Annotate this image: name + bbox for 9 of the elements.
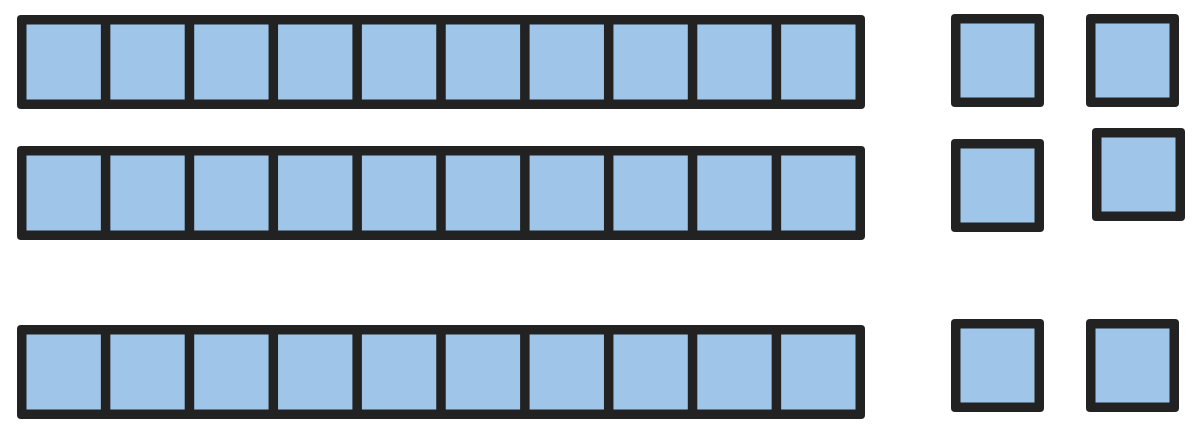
unit-square	[1092, 127, 1185, 221]
unit-square	[951, 138, 1044, 232]
unit-square	[1086, 318, 1179, 412]
ten-rod-drawing	[16, 325, 865, 419]
ten-rod-drawing	[16, 146, 865, 240]
unit-square	[951, 318, 1044, 412]
unit-square	[1086, 13, 1179, 107]
unit-square	[951, 13, 1044, 107]
ten-rod-drawing	[16, 15, 865, 109]
